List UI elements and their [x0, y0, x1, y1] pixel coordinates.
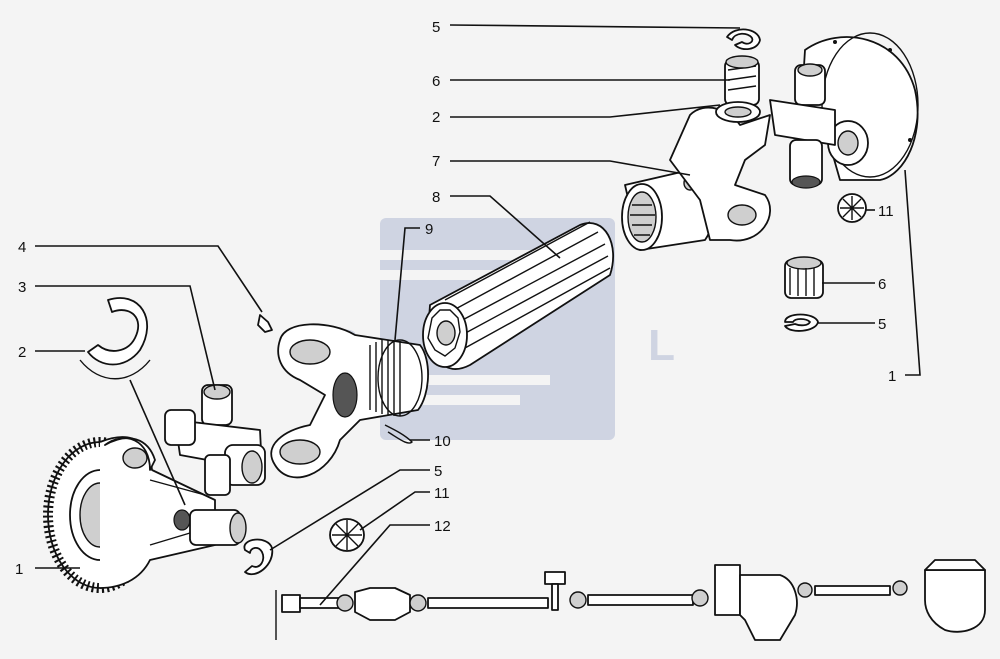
callout-12: 12	[434, 518, 451, 535]
callout-8: 8	[432, 189, 440, 206]
callout-5-top: 5	[432, 19, 440, 36]
driveline-assembly	[275, 559, 986, 641]
snap-ring-right	[784, 313, 819, 332]
callout-1-left: 1	[15, 561, 23, 578]
cross-spider-left	[164, 384, 266, 496]
callout-1-right: 1	[888, 368, 896, 385]
callout-5-right: 5	[878, 316, 886, 333]
slip-sleeve-yoke	[621, 106, 771, 251]
seal-washer-right	[837, 193, 867, 223]
lock-pin	[384, 424, 413, 444]
callout-7: 7	[432, 153, 440, 170]
callout-6-right: 6	[878, 276, 886, 293]
callout-9: 9	[425, 221, 433, 238]
bearing-cup-right	[784, 256, 824, 299]
grease-nipple	[257, 314, 273, 333]
snap-ring-mid	[243, 538, 274, 575]
callout-11-mid: 11	[434, 485, 450, 502]
callout-leaders	[35, 24, 921, 606]
callout-11-right: 11	[878, 203, 894, 220]
callout-3: 3	[18, 279, 26, 296]
splined-shaft	[422, 221, 615, 370]
snap-ring-top	[726, 28, 761, 51]
bearing-cup-top	[724, 55, 760, 106]
seal-ring-top	[715, 101, 761, 123]
callout-labels: 5 6 2 7 8 9 4 3 2 11 6 5 1 10 5 11 12 1	[15, 19, 896, 578]
snap-ring-left	[79, 297, 151, 380]
slip-yoke	[270, 323, 429, 479]
flange-yoke-right	[769, 32, 919, 189]
callout-6-top: 6	[432, 73, 440, 90]
seal-washer-mid	[329, 518, 365, 552]
callout-4: 4	[18, 239, 26, 256]
callout-2-left: 2	[18, 344, 26, 361]
callout-2-top: 2	[432, 109, 440, 126]
callout-10: 10	[434, 433, 451, 450]
callout-5-mid: 5	[434, 463, 442, 480]
